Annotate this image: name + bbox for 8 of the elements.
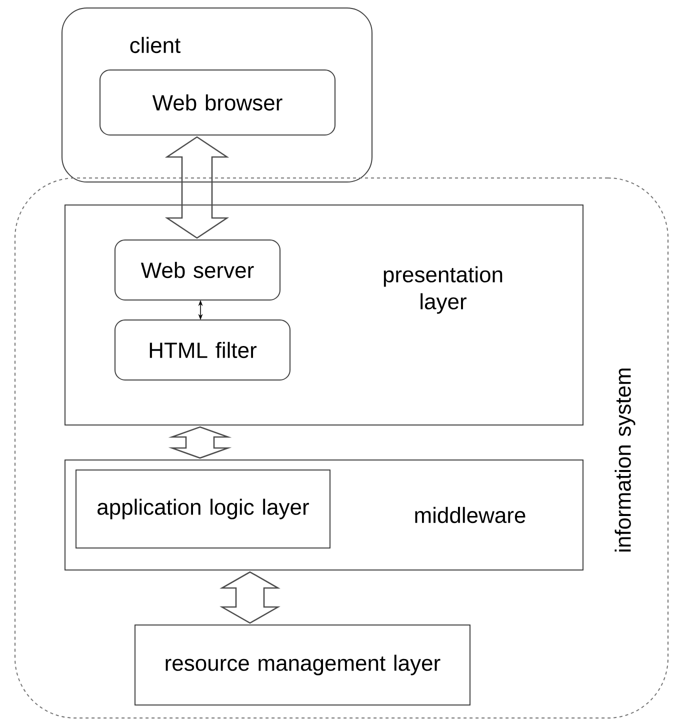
- layer-box: application logic layer: [76, 470, 330, 548]
- block-arrow: [220, 571, 280, 624]
- block-arrow: [164, 136, 230, 239]
- component-box: Web server: [114, 240, 280, 300]
- component-box: HTML filter: [114, 320, 290, 380]
- block-arrow: [168, 426, 232, 459]
- component-box: Web browser: [100, 70, 336, 136]
- layer-box: resource management layer: [134, 624, 470, 706]
